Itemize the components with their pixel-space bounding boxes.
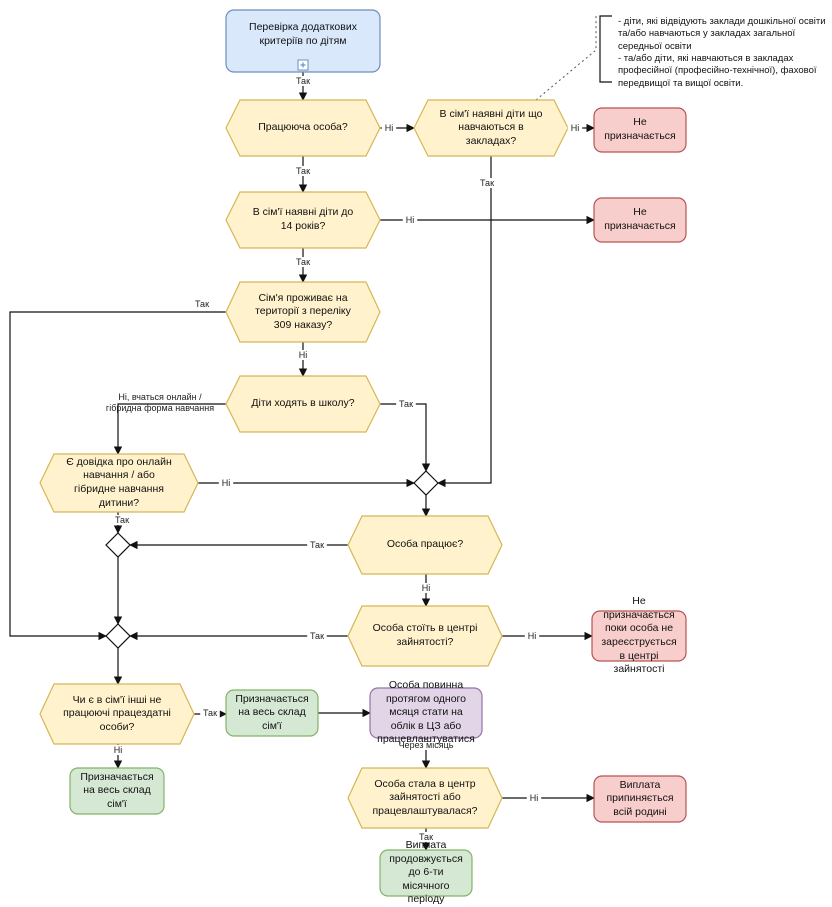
node-children-studying-hexagon [413,99,569,157]
edge-works-yes-label: Так [310,540,324,550]
edge-other-yes-label: Так [203,708,217,718]
node-children-under-14-hexagon [225,191,381,249]
edge-became-yes-label-bg [416,832,436,842]
edge-work-yes-label: Так [296,166,310,176]
edge-u14-no-label: Ні [406,215,415,225]
node-other-unemployed-hexagon [39,683,195,745]
edge-school-yes-label-bg [396,399,416,409]
edge-month-label: Через місяць [399,740,454,750]
node-payment-stops-box [593,775,687,823]
edge-stud-yes [437,156,492,488]
edge-center-yes-label-bg [307,631,327,641]
edge-terr-no-label: Ні [299,350,308,360]
edge-u14-yes-label-bg [293,257,313,267]
node-not-assigned-1-box [593,107,687,153]
node-start-box [225,9,381,73]
edge-work-no-label-bg [381,123,397,133]
criteria-note: - діти, які відвідують заклади дошкільно… [618,16,830,90]
edge-school-yes-label: Так [399,399,413,409]
edge-became-yes-label: Так [419,832,433,842]
node-not-assigned-until-box [591,610,687,662]
edge-start-label: Так [296,76,310,86]
edge-became-no-label: Ні [530,793,539,803]
edge-became-no-label-bg [526,793,542,803]
label-school-no: Ні, вчаться онлайн /гібридна форма навча… [106,392,214,413]
node-certificate-hexagon [39,453,199,513]
edge-other-no-label: Ні [114,745,123,755]
edge-works-no-label-bg [418,583,434,593]
edge-school-yes [380,403,431,472]
edge-u14-yes-label: Так [296,257,310,267]
edge-cert-yes-label: Так [115,515,129,525]
edge-other-yes-label-bg [200,708,220,718]
edge-work-yes-label-bg [293,166,313,176]
edge-u14-no-label-bg [402,215,418,225]
note-line-vocational: - та/або діти, які навчаються в закладах… [618,53,820,89]
node-territory-hexagon [225,281,381,343]
edge-stud-yes-label-bg [477,178,497,188]
edge-other-no-label-bg [110,745,126,755]
node-working-person-hexagon [225,99,381,157]
merge-diamond-bottom [105,623,131,649]
edge-center-no-label: Ні [528,631,537,641]
edge-stud-no-label: Ні [571,123,580,133]
node-school-hexagon [225,375,381,433]
node-assigned-whole-1-box [225,689,319,737]
edge-center-yes-label: Так [310,631,324,641]
node-person-works-hexagon [347,515,503,575]
node-assigned-whole-2-box [69,767,165,815]
note-line-preschool: - діти, які відвідують заклади дошкільно… [618,16,829,52]
edge-cert-no-label: Ні [222,478,231,488]
node-employment-center-hexagon [347,605,503,667]
edge-school-no [113,403,226,455]
plus-glyph-icon [300,62,306,68]
edge-stud-yes-label: Так [480,178,494,188]
merge-diamond-left [105,532,131,558]
edge-month-label-bg [392,740,460,750]
edge-cert-yes-label-bg [112,515,132,525]
node-became-registered-hexagon [347,767,503,829]
note-connector [535,16,597,101]
edge-terr-yes [9,311,226,641]
edge-terr-yes-label-bg [192,299,212,309]
edge-terr-no-label-bg [295,350,311,360]
note-bracket [599,15,612,83]
edge-center-no-label-bg [524,631,540,641]
edge-start-label-bg [293,76,313,86]
merge-diamond-right [413,470,439,496]
edge-stud-no-label-bg [567,123,583,133]
shapes [39,9,687,897]
edge-terr-yes-label: Так [195,299,209,309]
edge-work-no-label: Ні [385,123,394,133]
edges [9,15,612,851]
edge-works-no-label: Ні [422,583,431,593]
node-must-register-box [369,687,483,739]
edge-works-yes-label-bg [307,540,327,550]
edge-cert-no-label-bg [218,478,234,488]
node-not-assigned-2-box [593,197,687,243]
node-payment-continues-box [379,849,473,897]
